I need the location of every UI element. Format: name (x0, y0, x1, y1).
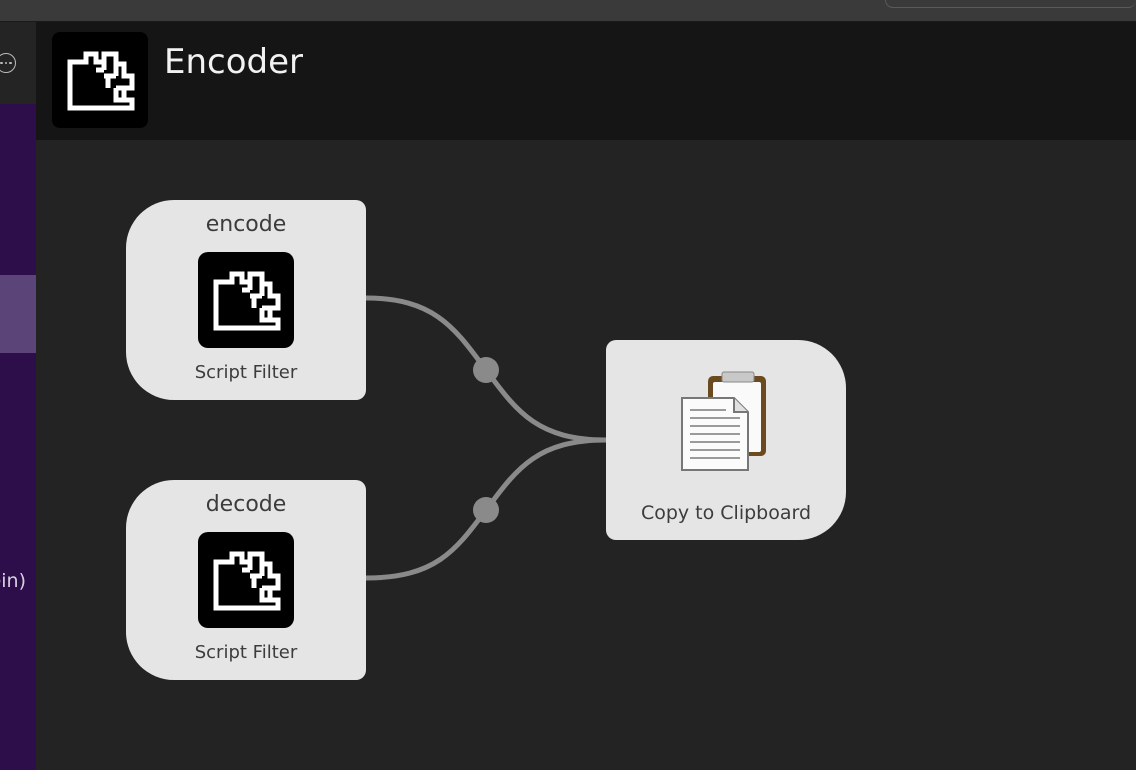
encoder-grid-icon (213, 271, 281, 331)
script-filter-icon (198, 532, 294, 628)
encoder-grid-icon (213, 551, 281, 611)
node-encode[interactable]: encode Script Filter (126, 200, 366, 400)
sidebar-item-label[interactable]: ein) (0, 570, 26, 592)
script-filter-icon (198, 252, 294, 348)
sidebar-item-selected[interactable] (0, 275, 36, 353)
connection-handle-decode (473, 497, 499, 523)
workflow-header: Encoder (36, 22, 1136, 140)
node-type-label: Script Filter (194, 362, 298, 383)
node-decode[interactable]: decode Script Filter (126, 480, 366, 680)
workflow-icon[interactable] (52, 32, 148, 128)
node-copy-to-clipboard[interactable]: Copy to Clipboard (606, 340, 846, 540)
node-type-label: Copy to Clipboard (640, 502, 812, 524)
sidebar-header (0, 22, 36, 104)
workflow-sidebar: ein) (0, 22, 36, 770)
connection-wires (363, 295, 609, 581)
encoder-grid-icon (67, 51, 135, 111)
workflow-title: Encoder (164, 42, 304, 82)
workflow-canvas[interactable]: encode Script Filter decode Script Filte… (36, 140, 1136, 770)
connection-handle-encode (473, 357, 499, 383)
node-keyword: decode (205, 492, 287, 517)
more-options-icon[interactable] (0, 53, 16, 73)
node-keyword: encode (205, 212, 287, 237)
node-type-label: Script Filter (194, 642, 298, 663)
window-top-strip (0, 0, 1136, 22)
search-field-edge[interactable] (885, 0, 1136, 8)
clipboard-icon (670, 370, 782, 476)
